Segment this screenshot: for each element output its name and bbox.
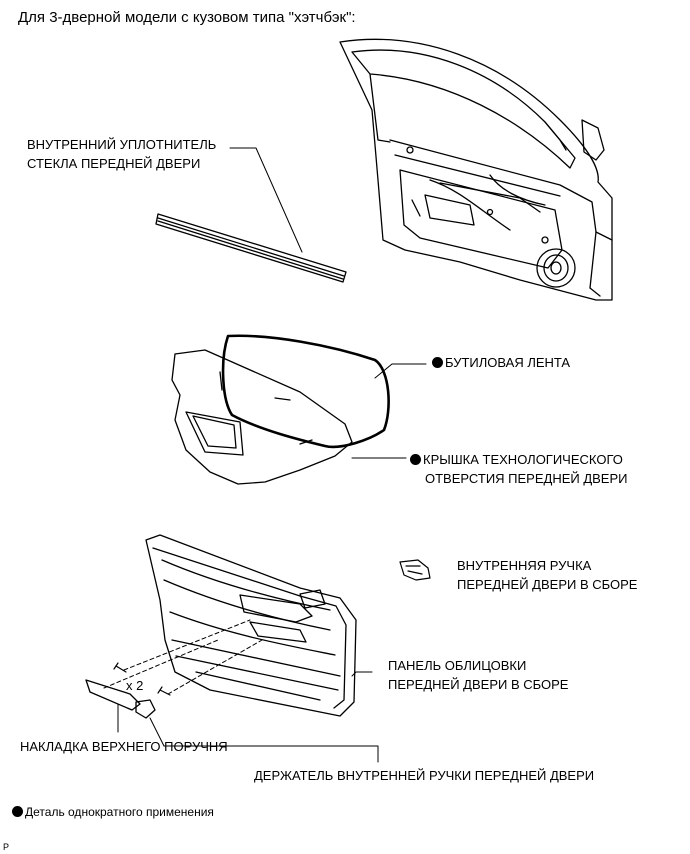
non-reusable-dot-icon bbox=[432, 357, 443, 368]
screw-quantity-label: x 2 bbox=[126, 678, 144, 693]
non-reusable-dot-icon bbox=[12, 806, 23, 817]
armrest-cover-label: НАКЛАДКА ВЕРХНЕГО ПОРУЧНЯ bbox=[20, 739, 228, 754]
handle-bezel-label: ДЕРЖАТЕЛЬ ВНУТРЕННЕЙ РУЧКИ ПЕРЕДНЕЙ ДВЕР… bbox=[254, 768, 595, 783]
butyl-tape-illustration bbox=[221, 334, 390, 449]
butyl-tape-label: БУТИЛОВАЯ ЛЕНТА bbox=[432, 353, 570, 372]
non-reusable-dot-icon bbox=[410, 454, 421, 465]
trim-panel-label: ПАНЕЛЬ ОБЛИЦОВКИ ПЕРЕДНЕЙ ДВЕРИ В СБОРЕ bbox=[388, 658, 569, 692]
legend: Деталь однократного применения bbox=[12, 805, 214, 819]
inside-handle-illustration bbox=[399, 559, 431, 581]
service-hole-cover-illustration bbox=[171, 349, 353, 485]
service-hole-cover-label: КРЫШКА ТЕХНОЛОГИЧЕСКОГО ОТВЕРСТИЯ ПЕРЕДН… bbox=[410, 450, 628, 488]
page-title: Для 3-дверной модели с кузовом типа "хэт… bbox=[18, 9, 356, 26]
legend-text: Деталь однократного применения bbox=[25, 805, 214, 819]
handle-bezel-illustration bbox=[135, 699, 156, 719]
door-frame-illustration bbox=[339, 38, 613, 301]
door-trim-panel-illustration bbox=[145, 534, 357, 717]
glass-seal-strip bbox=[155, 213, 347, 283]
screw-guide-lines bbox=[103, 619, 263, 695]
glass-seal-label: ВНУТРЕННИЙ УПЛОТНИТЕЛЬ СТЕКЛА ПЕРЕДНЕЙ Д… bbox=[27, 137, 217, 171]
inside-handle-label: ВНУТРЕННЯЯ РУЧКА ПЕРЕДНЕЙ ДВЕРИ В СБОРЕ bbox=[457, 558, 638, 592]
corner-mark: P bbox=[3, 842, 10, 852]
leader-lines bbox=[117, 147, 427, 763]
